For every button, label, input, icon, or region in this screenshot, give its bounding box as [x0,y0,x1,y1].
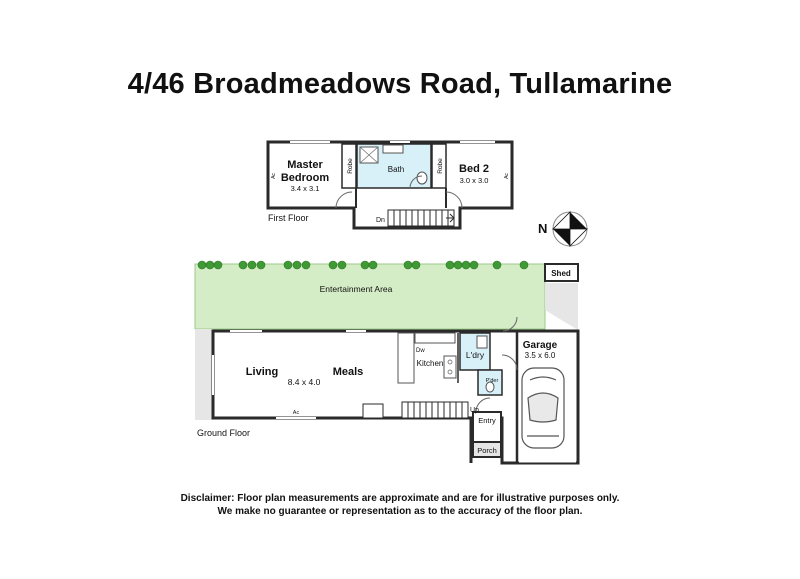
toilet-icon [416,171,428,185]
robe-right-room [431,143,447,189]
garage-label: Garage [523,340,558,351]
master-bedroom-label: Master [287,159,323,171]
compass: N [538,211,588,247]
master-bedroom-label-2: Bedroom [281,172,330,184]
bed-2-dimensions: 3.0 x 3.0 [460,176,489,185]
ac-label-left: Ac [271,173,277,179]
bath-label: Bath [388,165,404,174]
disclaimer-line-1: Disclaimer: Floor plan measurements are … [180,493,620,504]
door-swing [409,175,423,189]
master-bedroom-dimensions: 3.4 x 3.1 [291,184,320,193]
compass-needle-icon [553,229,570,246]
laundry-label: L'dry [466,350,485,360]
first-floor: Master Bedroom 3.4 x 3.1 Robe Robe Bath … [266,140,514,230]
ac-label-right: Ac [504,173,510,179]
stair-up-label: Up [470,407,479,414]
ground-floor: Shed Entertainment Area [194,260,580,465]
disclaimer: Disclaimer: Floor plan measurements are … [0,492,800,518]
door-swing [475,397,491,413]
living-dimensions: 8.4 x 4.0 [288,377,321,387]
shrubs [197,260,529,270]
entry-label: Entry [478,416,496,425]
door-swing [501,354,518,371]
entertainment-area-label: Entertainment Area [320,284,393,294]
porch-label: Porch [477,446,497,455]
living-label: Living [246,366,278,378]
meals-label: Meals [333,366,364,378]
side-path [545,264,578,330]
porch-room [472,441,502,458]
vanity-icon [382,144,404,154]
garage-dimensions: 3.5 x 6.0 [525,351,556,360]
kitchen-island [397,332,415,384]
shed-room [544,263,579,282]
entertainment-area [194,263,546,330]
robe-right-label: Robe [437,158,444,174]
disclaimer-line-2: We make no guarantee or representation a… [217,506,583,517]
page-title: 4/46 Broadmeadows Road, Tullamarine [127,68,673,100]
door-swing [445,191,463,209]
left-path [195,329,213,420]
staircase-first-floor [387,209,455,227]
shed-label: Shed [551,269,571,278]
stair-down-label: Dn [376,217,385,224]
dishwasher-label: Dw [416,348,425,354]
cooktop-icon [443,355,457,379]
ground-floor-label: Ground Floor [197,428,250,438]
stair-arrow-icon [446,213,455,223]
bed-2-label: Bed 2 [459,163,489,175]
first-floor-label: First Floor [268,213,309,223]
powder-label: P'der [486,378,499,384]
door-swing [335,191,353,209]
laundry-sink-icon [476,335,488,349]
north-label: N [538,221,547,236]
robe-left-room [341,143,357,189]
kitchen-bench [414,332,456,344]
robe-left-label: Robe [347,158,354,174]
toilet-icon [485,381,495,393]
staircase-ground-floor [362,401,469,419]
kitchen-label: Kitchen [417,359,444,368]
door-swing [502,316,518,332]
car-icon [521,367,565,449]
ac-label-ground: Ac [293,410,300,416]
